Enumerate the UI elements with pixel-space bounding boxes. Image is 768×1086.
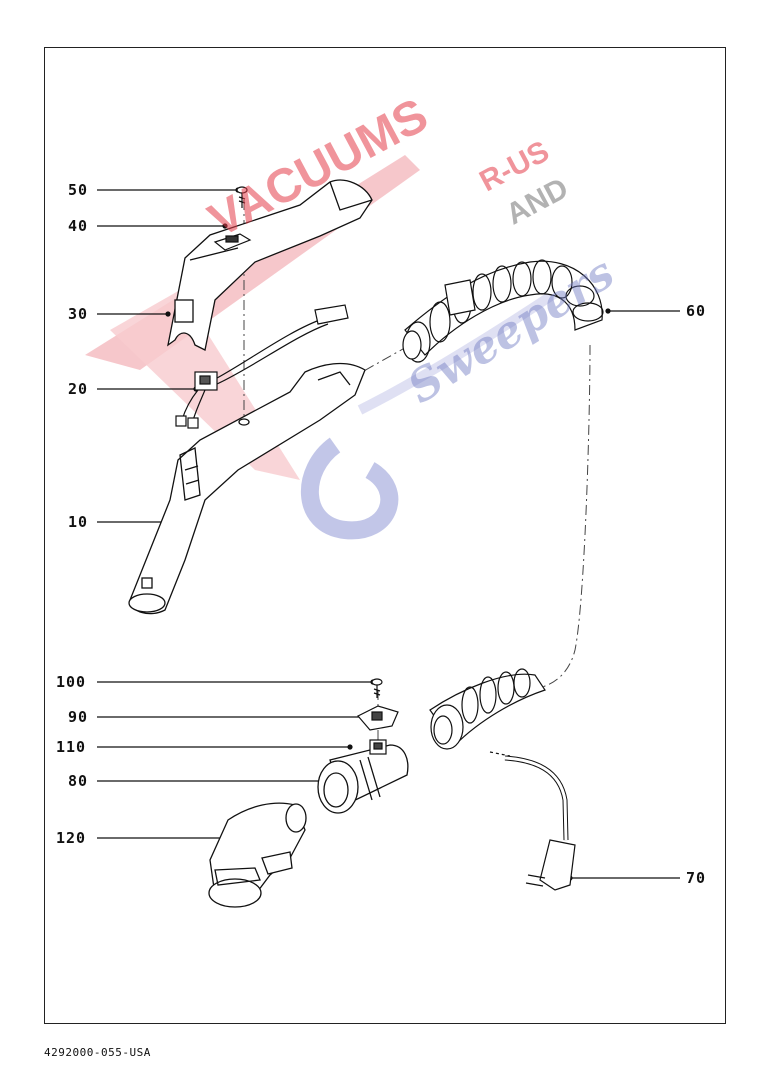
callout-60: 60 (686, 302, 707, 320)
part-60-hose-lower-end[interactable] (429, 668, 546, 750)
part-70-power-cord[interactable] (489, 751, 576, 891)
part-40-switch-button[interactable] (213, 233, 252, 251)
part-110-latch[interactable] (369, 739, 387, 755)
callout-90: 90 (68, 708, 89, 726)
callout-10: 10 (68, 513, 89, 531)
part-60-hose[interactable] (402, 259, 604, 363)
part-10-handle-lower[interactable] (128, 362, 366, 615)
callout-20: 20 (68, 380, 89, 398)
callout-70: 70 (686, 869, 707, 887)
diagram-frame (44, 47, 726, 1024)
callout-30: 30 (68, 305, 89, 323)
callout-80: 80 (68, 772, 89, 790)
part-30-handle-cover[interactable] (167, 179, 373, 351)
callout-50: 50 (68, 181, 89, 199)
part-50-screw[interactable] (236, 186, 248, 208)
callout-120: 120 (56, 829, 87, 847)
callout-40: 40 (68, 217, 89, 235)
part-80-coupling[interactable] (317, 744, 409, 814)
part-90-clip[interactable] (357, 705, 399, 731)
part-120-elbow-connector[interactable] (208, 802, 307, 908)
part-100-screw[interactable] (371, 678, 383, 698)
callout-100: 100 (56, 673, 87, 691)
document-code: 4292000-055-USA (44, 1046, 151, 1059)
part-20-switch-wiring[interactable] (175, 304, 349, 429)
callout-110: 110 (56, 738, 87, 756)
